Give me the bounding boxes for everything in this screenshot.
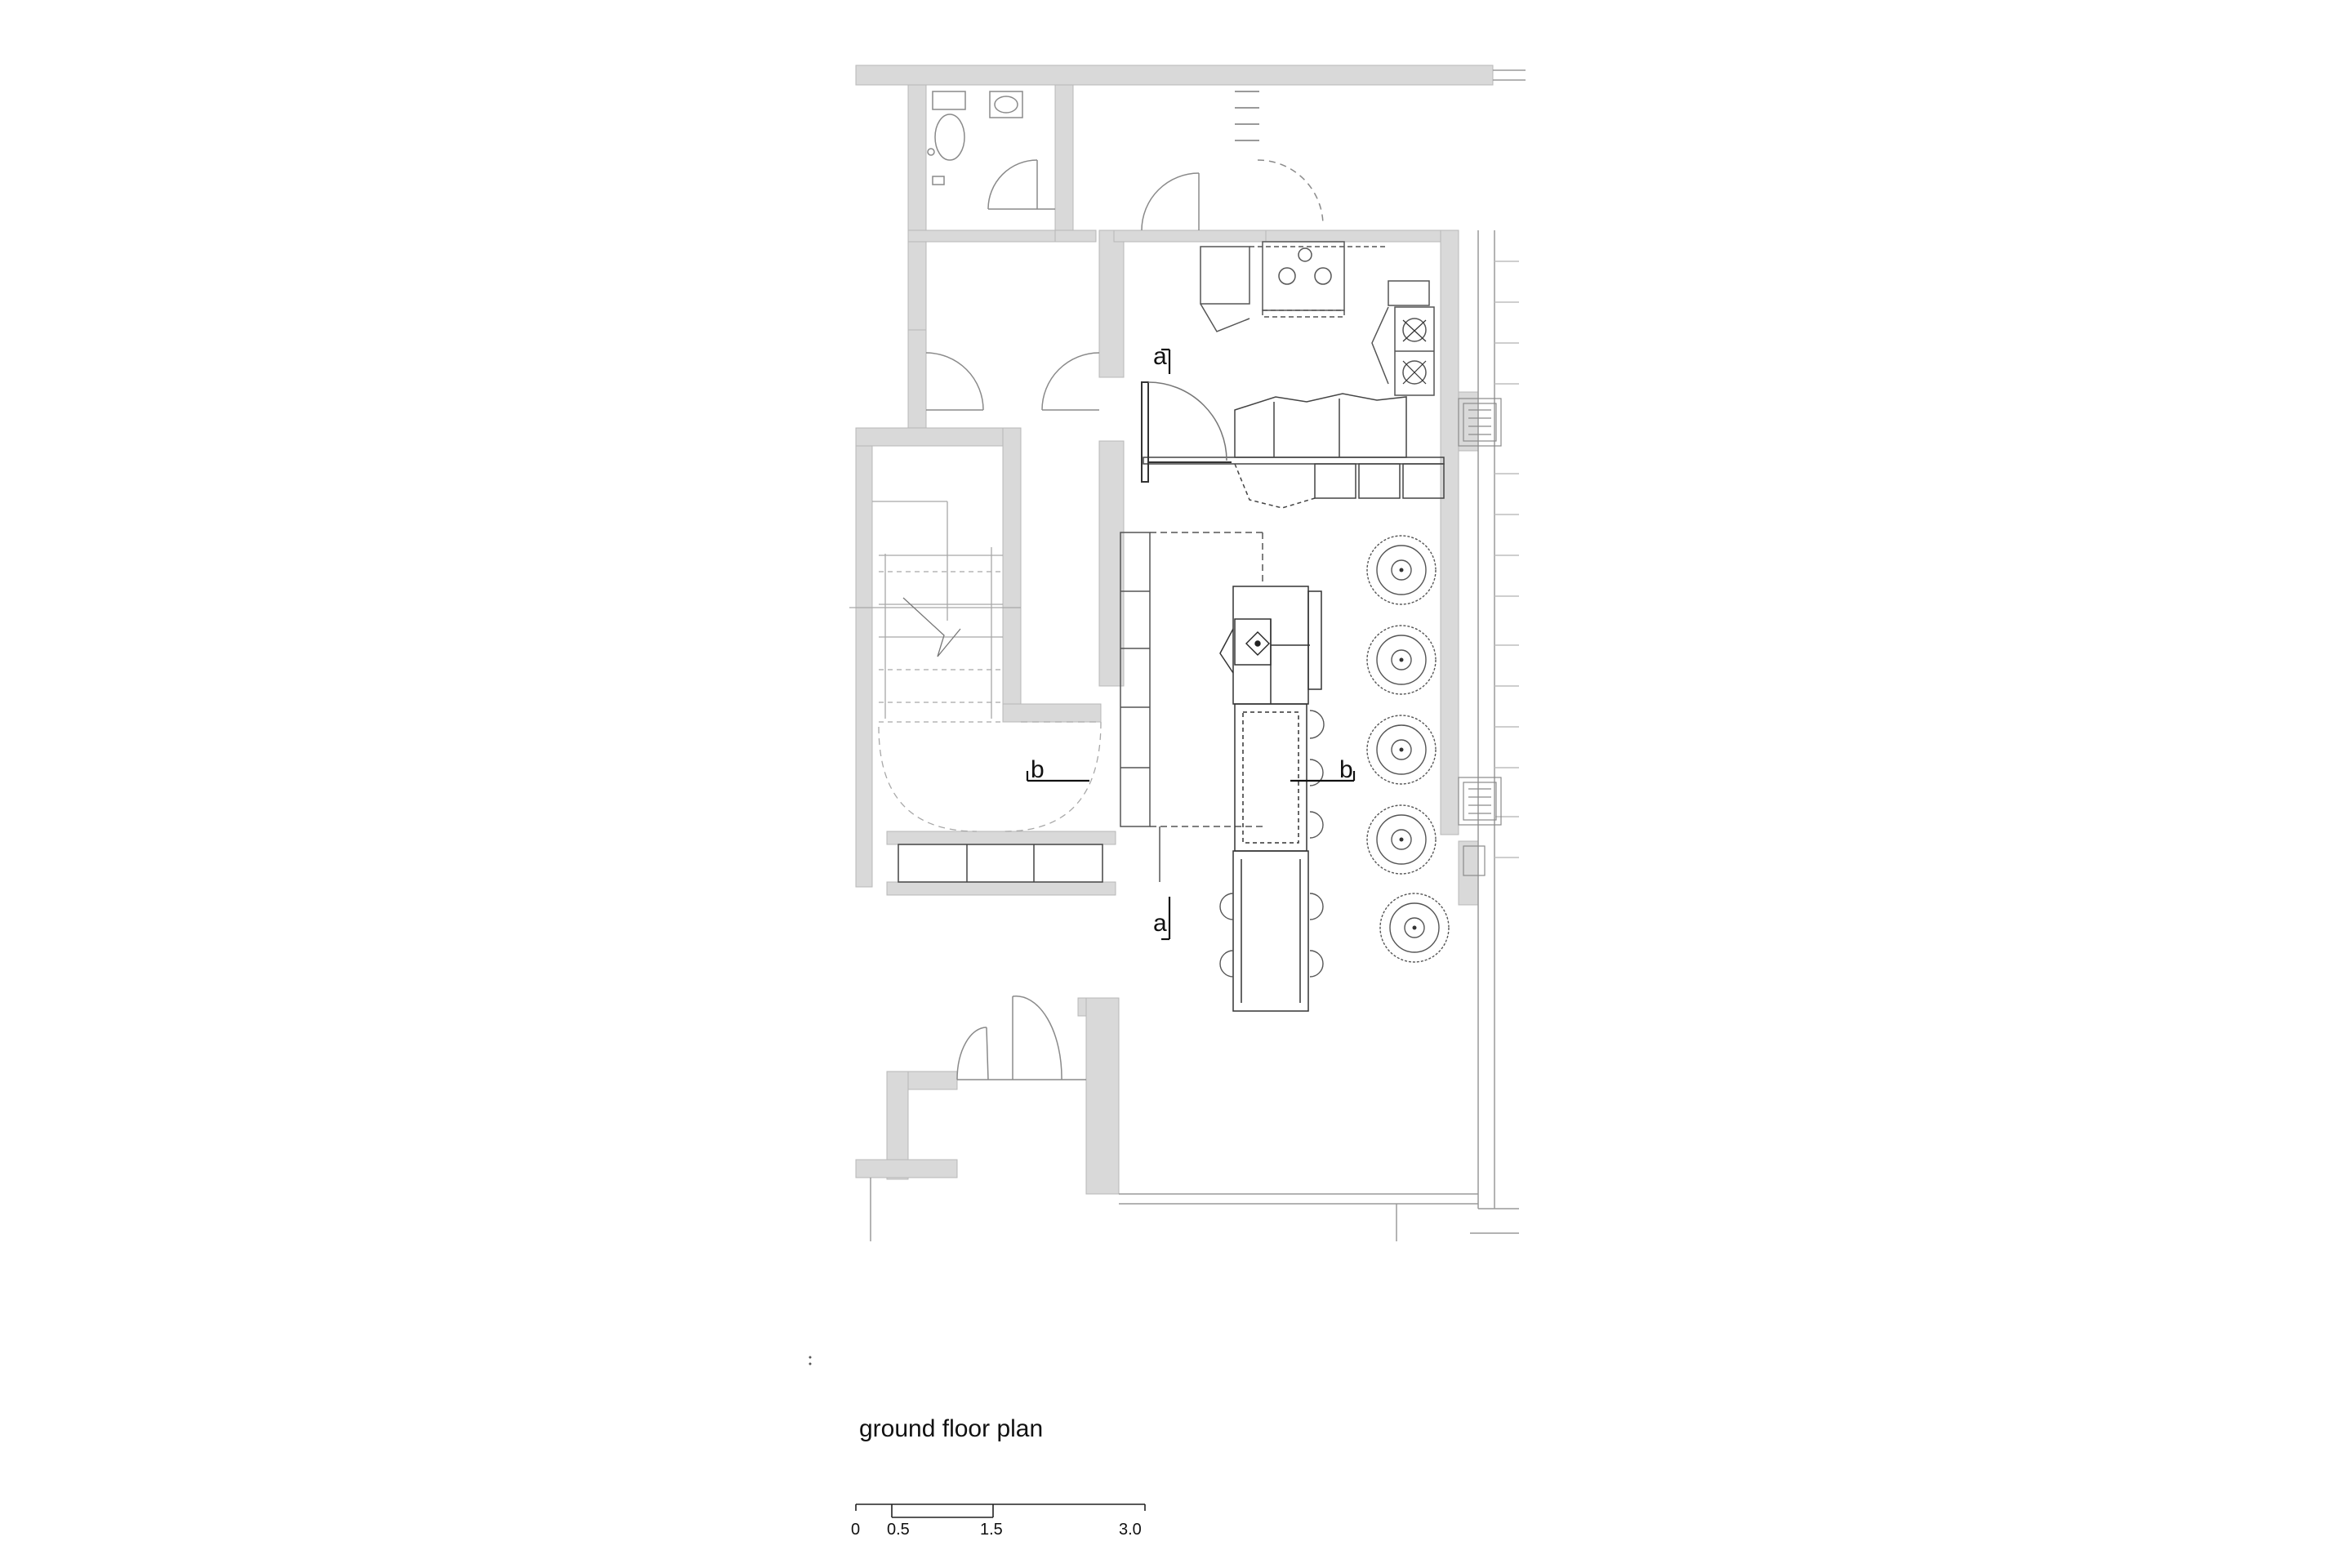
prep-island: [1143, 393, 1445, 509]
corridor-doors: [925, 352, 1100, 411]
staircase: [849, 501, 1102, 832]
vents: [1458, 398, 1502, 876]
section-markers: [1026, 348, 1356, 941]
planters: [1366, 535, 1450, 963]
scale-tick-0-5: 0.5: [887, 1521, 910, 1539]
entry-door: [956, 996, 1086, 1080]
plan-title: ground floor plan: [859, 1415, 1044, 1442]
wc-fixtures: [927, 91, 1324, 231]
stools: [1219, 710, 1325, 978]
kitchen-counter: [1200, 241, 1435, 396]
outline-lines: [870, 69, 1526, 1241]
sliding-partition: [1141, 381, 1232, 483]
section-label-a-bottom: a: [1153, 910, 1167, 937]
planter-centres: [1399, 568, 1417, 930]
dot-mark: [808, 1356, 812, 1365]
scale-tick-0: 0: [851, 1521, 861, 1539]
section-label-a-top: a: [1153, 343, 1167, 370]
scale-tick-3-0: 3.0: [1119, 1521, 1142, 1539]
section-label-b-left: b: [1031, 756, 1045, 783]
sink-mark: [1245, 631, 1270, 656]
scale-bar: [855, 1503, 1146, 1518]
walls: [855, 65, 1494, 1195]
section-label-b-right: b: [1339, 756, 1353, 783]
top-stair-marks: [1235, 91, 1259, 141]
range-cross: [1402, 319, 1427, 385]
cooking-island: [1219, 586, 1322, 1012]
banquette: [1120, 532, 1263, 882]
scale-tick-1-5: 1.5: [980, 1521, 1003, 1539]
paving-strips: [1494, 261, 1519, 858]
bench: [898, 844, 1103, 883]
